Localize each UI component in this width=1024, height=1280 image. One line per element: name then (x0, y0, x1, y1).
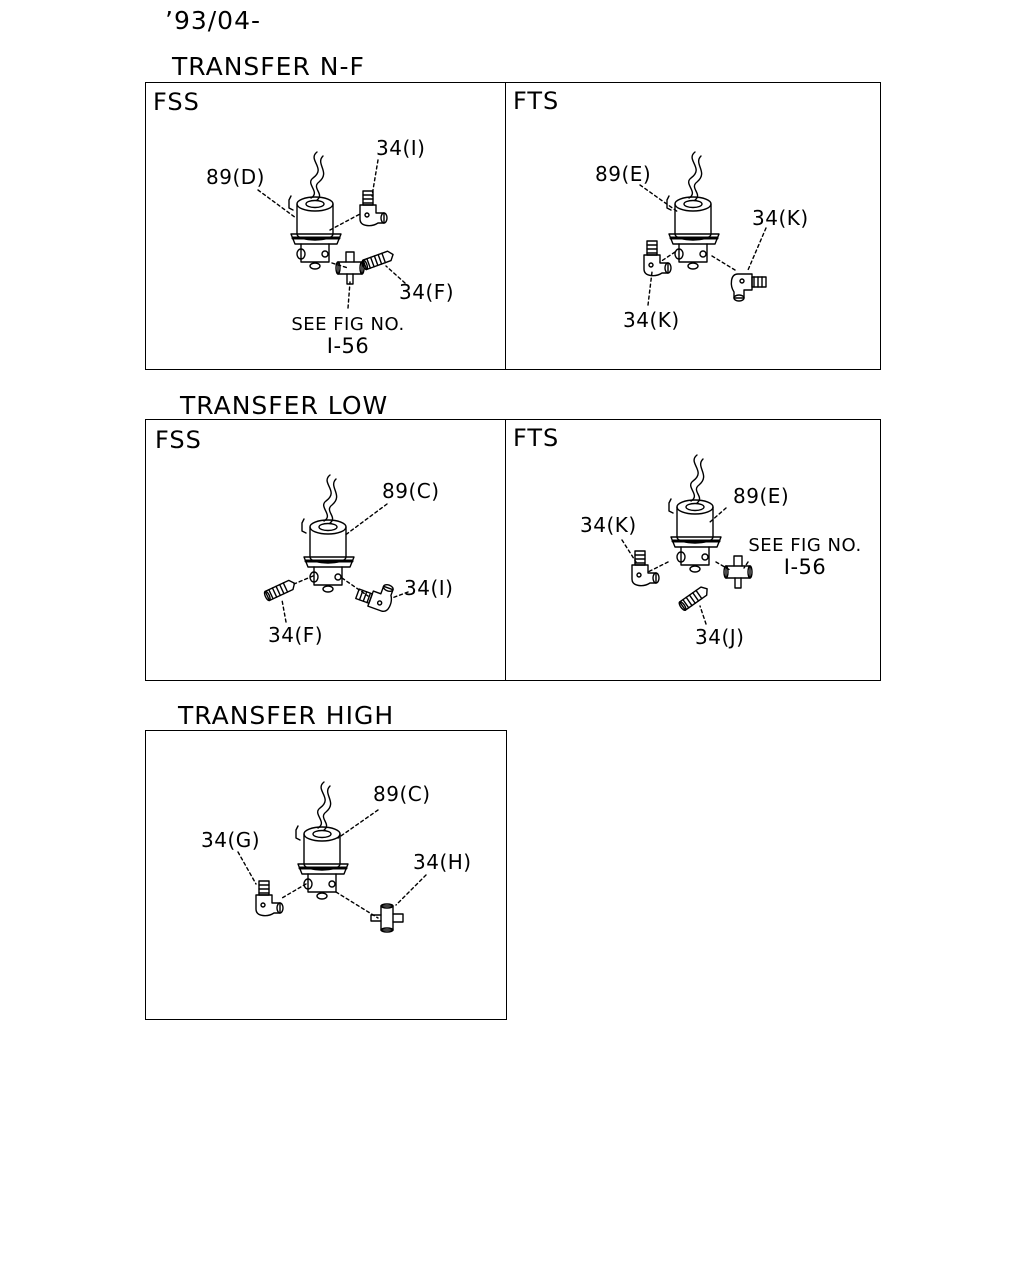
solenoid-valve-89e (667, 453, 723, 574)
see-figure-note-line2: I-56 (783, 555, 827, 580)
section-title-transfer-low: TRANSFER LOW (180, 391, 389, 420)
frame-transfer-low (145, 419, 881, 681)
tee-fitting (335, 251, 365, 285)
hose-nipple-34j (677, 584, 711, 612)
panel-title-fts: FTS (513, 424, 560, 452)
solenoid-valve-89d (287, 150, 343, 271)
leader-lines (257, 159, 406, 309)
panel-title-fss: FSS (153, 88, 200, 116)
elbow-fitting-34i (354, 575, 398, 614)
callout-label: 34(G) (201, 828, 261, 852)
callout-label: 34(K) (623, 308, 680, 332)
callout-label: 34(K) (752, 206, 809, 230)
leader-lines (281, 503, 409, 623)
callout-label: 34(F) (399, 280, 455, 304)
section-title-transfer-high: TRANSFER HIGH (178, 701, 395, 730)
elbow-fitting-34g (255, 880, 284, 917)
see-figure-note-line1: SEE FIG NO. (748, 535, 862, 556)
frame-transfer-n-f (145, 82, 881, 370)
panel-title-fss: FSS (155, 426, 202, 454)
callout-label: 34(J) (695, 625, 745, 649)
elbow-fitting-34k (643, 240, 672, 277)
callout-label: 34(K) (580, 513, 637, 537)
elbow-fitting-34k (730, 273, 767, 302)
callout-label: 89(E) (733, 484, 790, 508)
frame-transfer-high (145, 730, 507, 1020)
callout-label: 34(H) (413, 850, 472, 874)
callout-label: 34(I) (404, 576, 454, 600)
tee-fitting (723, 555, 753, 589)
see-figure-note: SEE FIG NO. I-56 (742, 535, 868, 580)
see-figure-note: SEE FIG NO. I-56 (283, 314, 413, 359)
tee-fitting-34h (370, 903, 404, 933)
callout-label: 89(D) (206, 165, 265, 189)
leader-lines (237, 809, 427, 919)
solenoid-valve-89c (294, 780, 350, 901)
leader-lines (639, 184, 767, 306)
elbow-fitting-34i (359, 190, 388, 227)
callout-label: 34(F) (268, 623, 324, 647)
callout-label: 89(E) (595, 162, 652, 186)
callout-label: 89(C) (373, 782, 431, 806)
see-figure-note-line1: SEE FIG NO. (291, 314, 405, 335)
panel-title-fts: FTS (513, 87, 560, 115)
hose-nipple-34f (262, 578, 298, 602)
section-title-transfer-n-f: TRANSFER N-F (172, 52, 365, 81)
callout-label: 34(I) (376, 136, 426, 160)
see-figure-note-line2: I-56 (326, 334, 370, 359)
panel-divider (505, 82, 506, 370)
callout-label: 89(C) (382, 479, 440, 503)
leader-lines (621, 507, 749, 625)
hose-nipple-34f (360, 249, 396, 271)
date-code: ’93/04- (165, 6, 262, 35)
panel-divider (505, 419, 506, 681)
